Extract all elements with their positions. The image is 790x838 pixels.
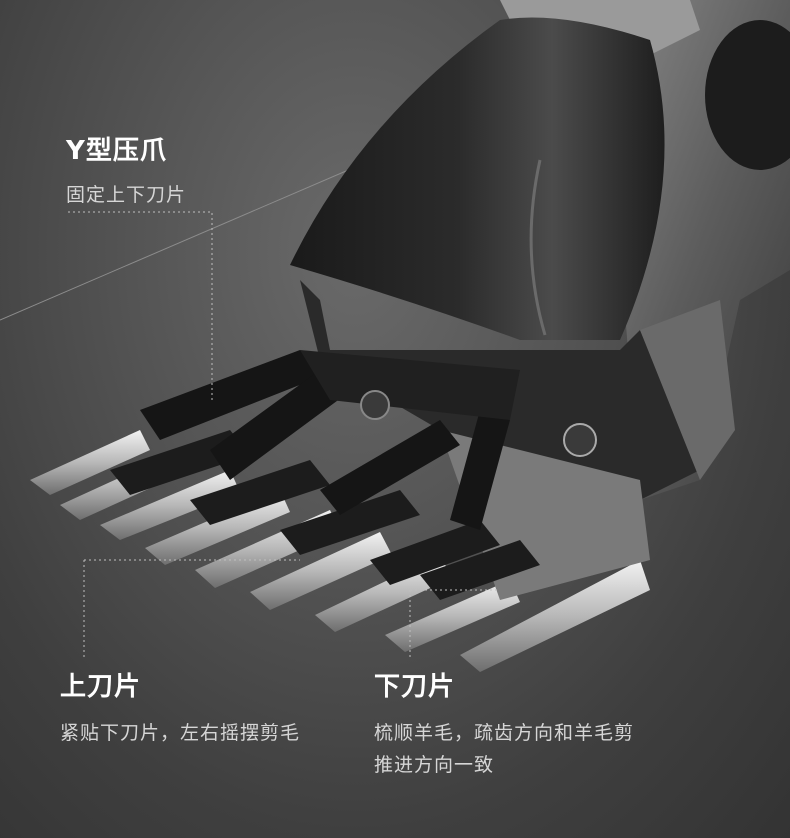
- callout-y-claw: Y型压爪 固定上下刀片: [66, 130, 186, 211]
- leader-lines: [68, 211, 500, 660]
- y-claw-title: Y型压爪: [66, 136, 167, 166]
- callout-lower-blade: 下刀片 梳顺羊毛，疏齿方向和羊毛剪 推进方向一致: [374, 666, 634, 781]
- housing-vent: [705, 20, 790, 170]
- lower-blade-desc-line1: 梳顺羊毛，疏齿方向和羊毛剪: [374, 722, 635, 744]
- upper-blade-title: 上刀片: [60, 672, 142, 702]
- y-claw-desc: 固定上下刀片: [66, 184, 187, 206]
- upper-blade: [110, 430, 540, 600]
- lower-blade-title: 下刀片: [374, 672, 456, 702]
- hood-cone: [290, 17, 665, 340]
- hood-highlight: [529, 159, 547, 336]
- upper-blade-desc: 紧贴下刀片，左右摇摆剪毛: [60, 722, 301, 744]
- y-claw: [140, 350, 597, 530]
- background-light-line: [0, 164, 361, 321]
- callout-upper-blade: 上刀片 紧贴下刀片，左右摇摆剪毛: [60, 666, 300, 749]
- frame-side: [640, 300, 735, 480]
- lower-blade-desc-line2: 推进方向一致: [374, 754, 495, 776]
